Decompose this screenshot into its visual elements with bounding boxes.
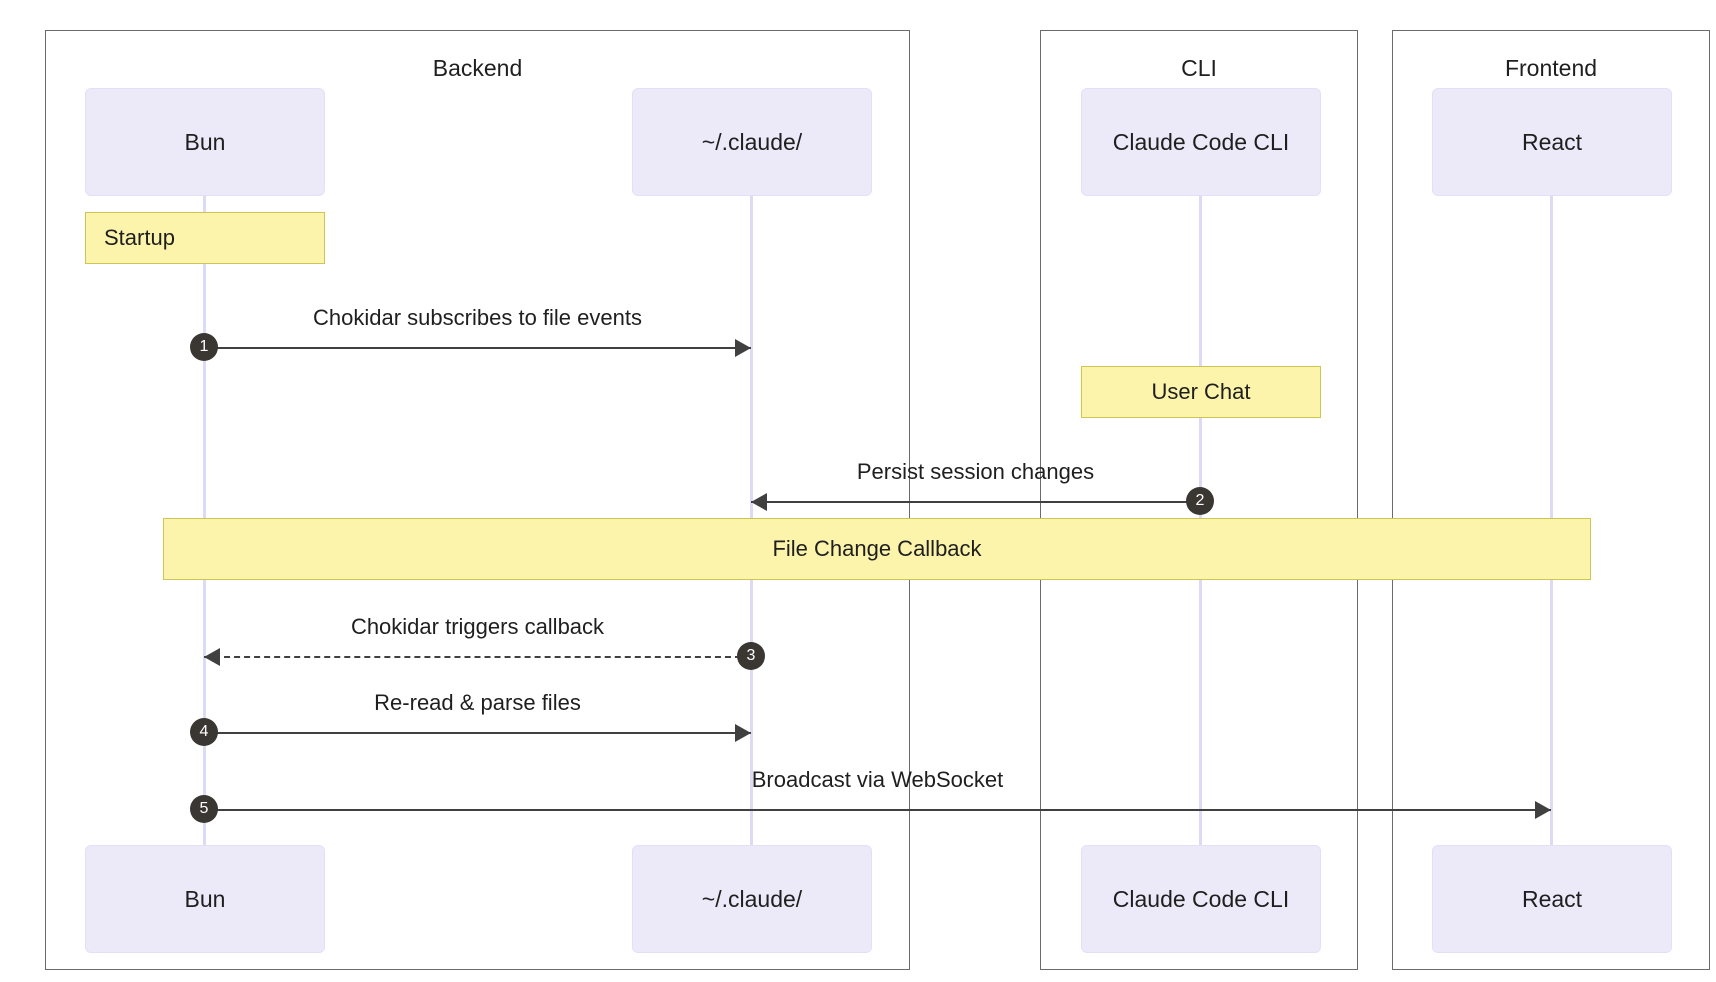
message-line-3 bbox=[204, 656, 751, 658]
participant-claude-top[interactable]: ~/.claude/ bbox=[632, 88, 872, 196]
participant-cli-top[interactable]: Claude Code CLI bbox=[1081, 88, 1321, 196]
message-label-1: Chokidar subscribes to file events bbox=[313, 305, 642, 330]
participant-bun-bottom[interactable]: Bun bbox=[85, 845, 325, 953]
message-label-5: Broadcast via WebSocket bbox=[751, 767, 1004, 792]
note-startup: Startup bbox=[85, 212, 325, 264]
arrow-head-2 bbox=[751, 493, 767, 511]
group-title-frontend: Frontend bbox=[1504, 55, 1598, 81]
sequence-number-1: 1 bbox=[190, 333, 218, 361]
message-label-3: Chokidar triggers callback bbox=[350, 614, 605, 639]
group-box-backend bbox=[45, 30, 910, 970]
message-line-2 bbox=[751, 501, 1200, 503]
arrow-head-4 bbox=[735, 724, 751, 742]
group-title-cli: CLI bbox=[1181, 55, 1217, 81]
participant-cli-bottom[interactable]: Claude Code CLI bbox=[1081, 845, 1321, 953]
message-line-4 bbox=[204, 732, 751, 734]
arrow-head-3 bbox=[204, 648, 220, 666]
message-line-1 bbox=[204, 347, 751, 349]
participant-claude-bottom[interactable]: ~/.claude/ bbox=[632, 845, 872, 953]
participant-react-top[interactable]: React bbox=[1432, 88, 1672, 196]
sequence-number-4: 4 bbox=[190, 718, 218, 746]
message-label-4: Re-read & parse files bbox=[374, 690, 581, 715]
arrow-head-1 bbox=[735, 339, 751, 357]
sequence-number-2: 2 bbox=[1186, 487, 1214, 515]
sequence-number-5: 5 bbox=[190, 795, 218, 823]
note-callback: File Change Callback bbox=[163, 518, 1591, 580]
group-box-cli bbox=[1040, 30, 1358, 970]
sequence-number-3: 3 bbox=[737, 642, 765, 670]
group-title-backend: Backend bbox=[432, 55, 523, 81]
message-line-5 bbox=[204, 809, 1551, 811]
message-label-2: Persist session changes bbox=[856, 459, 1095, 484]
group-box-frontend bbox=[1392, 30, 1710, 970]
note-user-chat: User Chat bbox=[1081, 366, 1321, 418]
participant-bun-top[interactable]: Bun bbox=[85, 88, 325, 196]
participant-react-bottom[interactable]: React bbox=[1432, 845, 1672, 953]
arrow-head-5 bbox=[1535, 801, 1551, 819]
